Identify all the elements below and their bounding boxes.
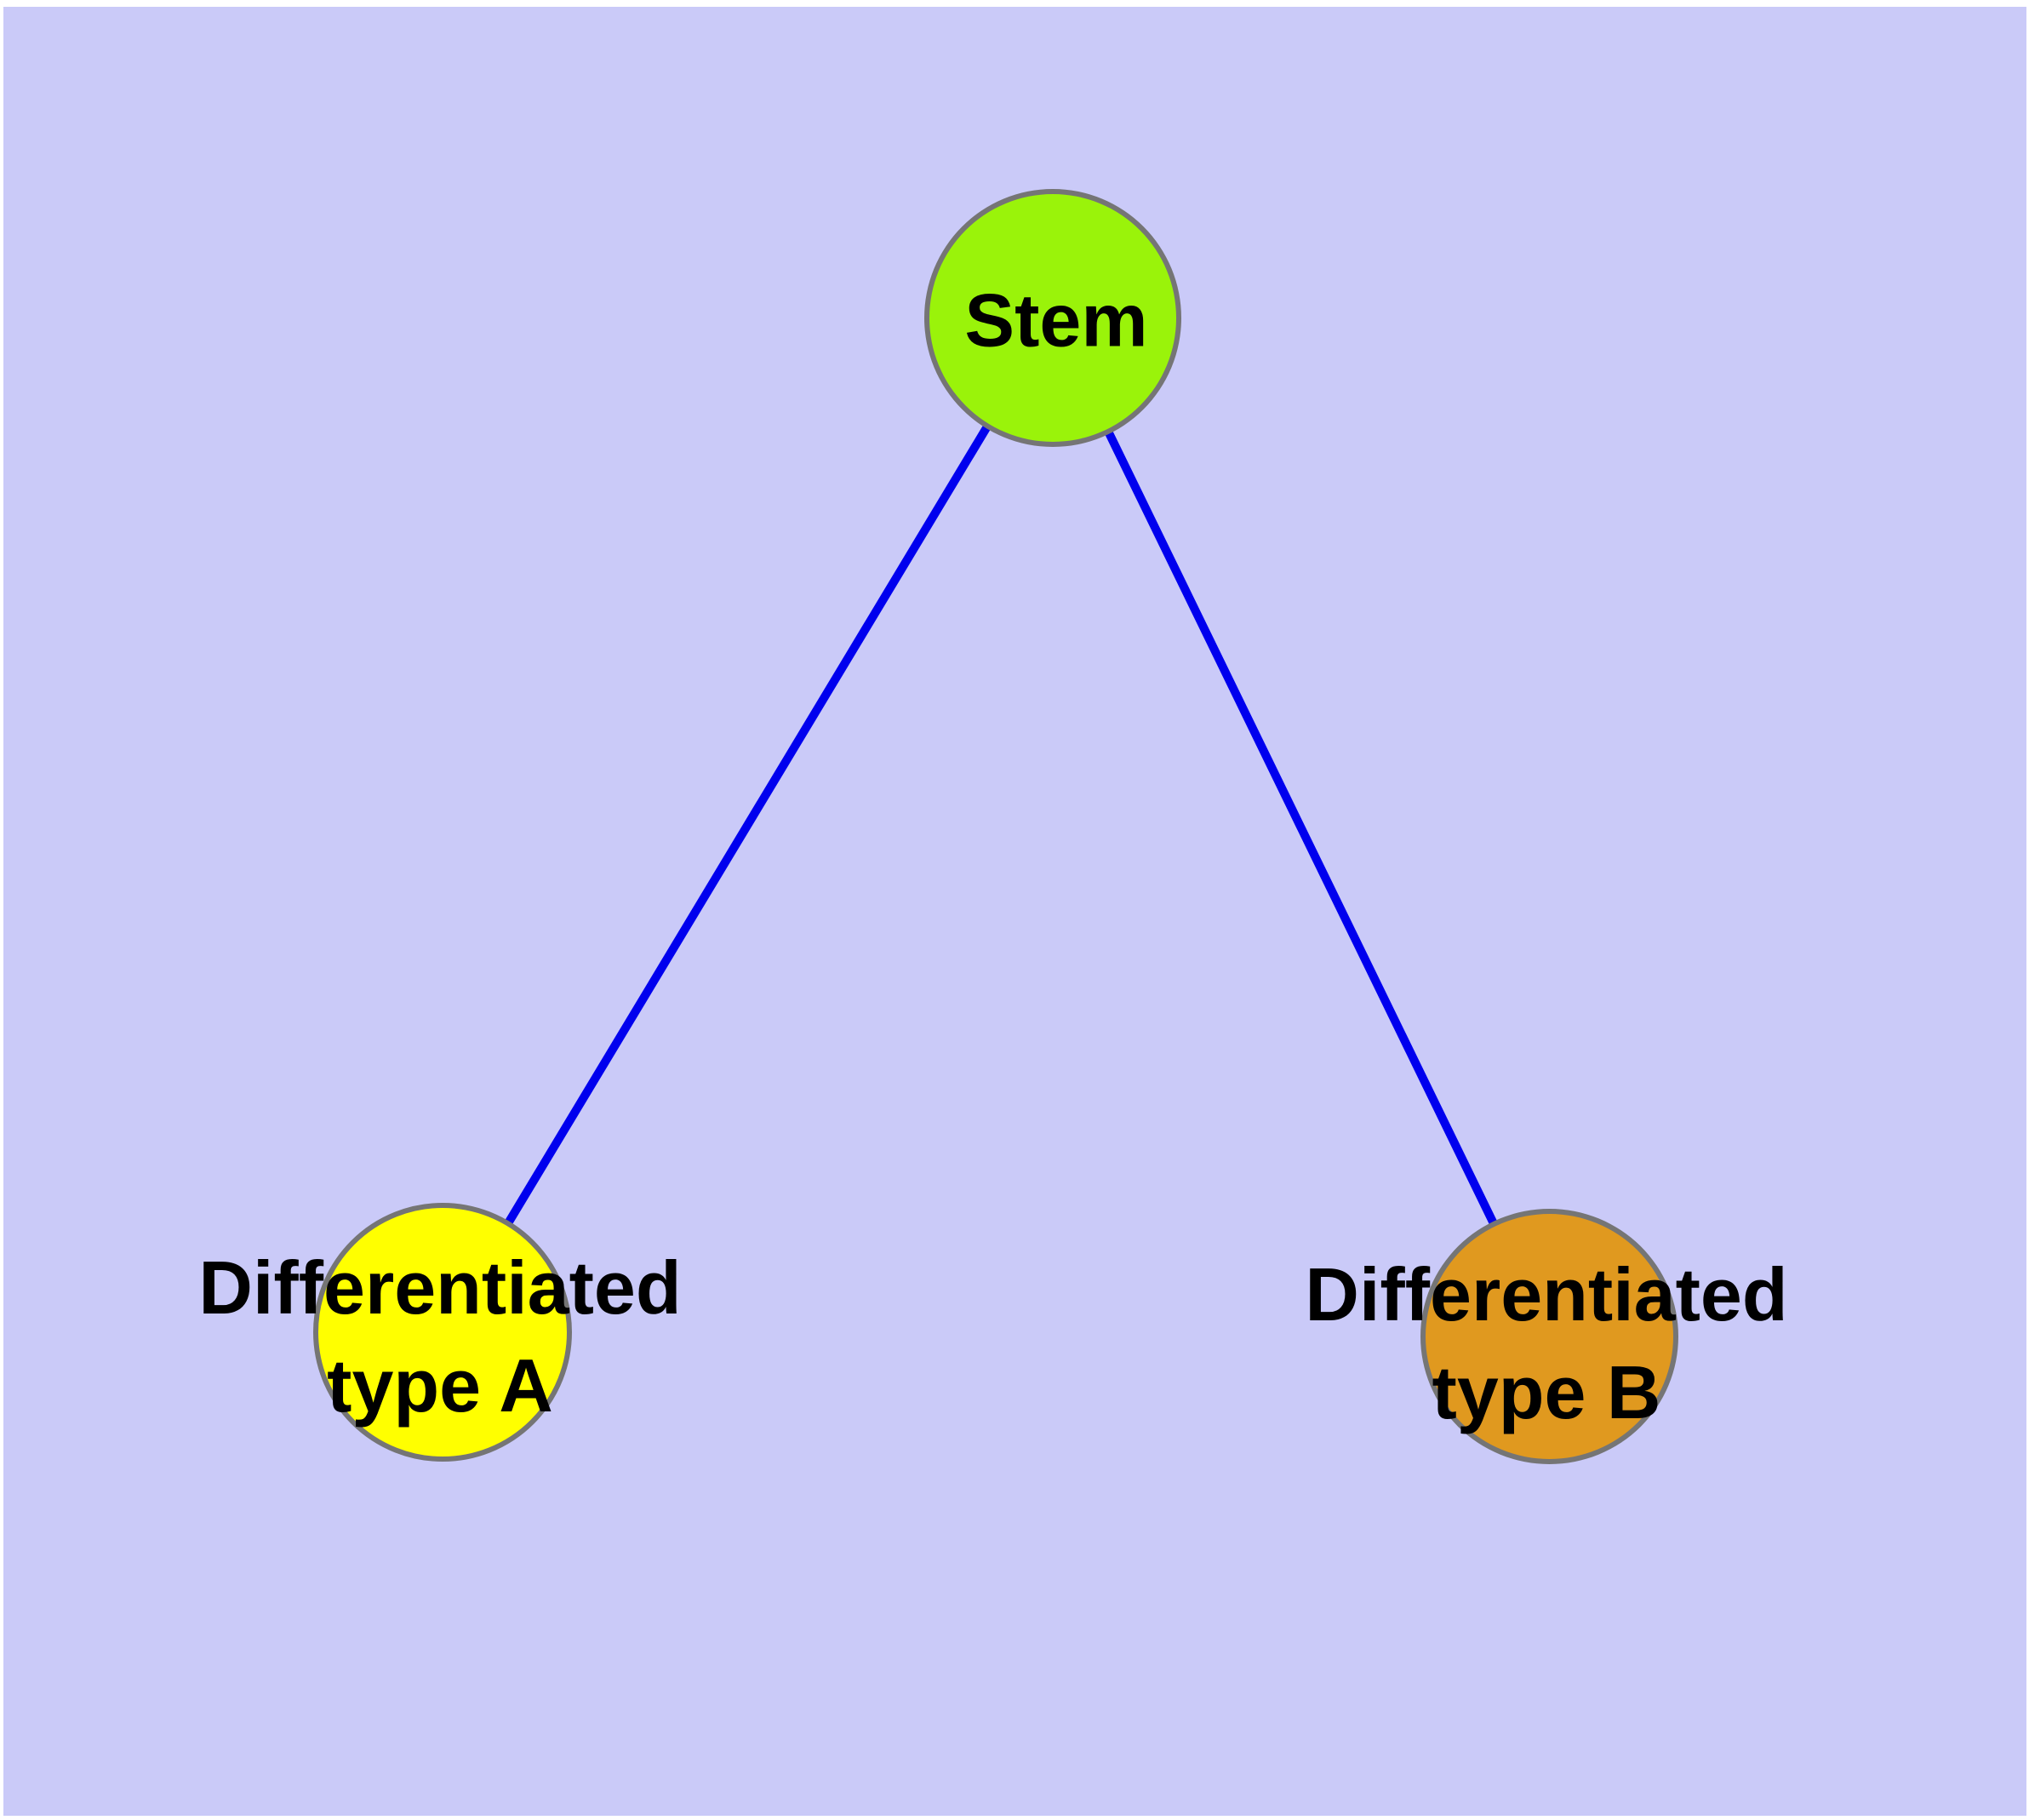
node-differentiated-type-b-label: Differentiated type B (1305, 1245, 1787, 1441)
node-differentiated-type-b-label-line1: Differentiated (1305, 1252, 1788, 1336)
node-differentiated-type-b-label-line2: type B (1432, 1350, 1661, 1434)
node-differentiated-type-a-label-line2: type A (327, 1343, 553, 1428)
node-differentiated-type-b-circle (1420, 1209, 1678, 1464)
node-stem-label: Stem (964, 278, 1148, 363)
node-differentiated-type-a-circle (313, 1203, 572, 1462)
edge-stem-to-type-a (438, 313, 1057, 1336)
node-stem-circle (924, 189, 1181, 447)
node-differentiated-type-a-label-line1: Differentiated (198, 1245, 682, 1330)
edges-layer (438, 313, 1553, 1342)
edge-stem-to-type-b (1049, 313, 1553, 1342)
node-differentiated-type-a-label: Differentiated type A (198, 1239, 681, 1434)
diagram-background-panel: Stem Differentiated type A Differentiate… (3, 7, 2026, 1816)
